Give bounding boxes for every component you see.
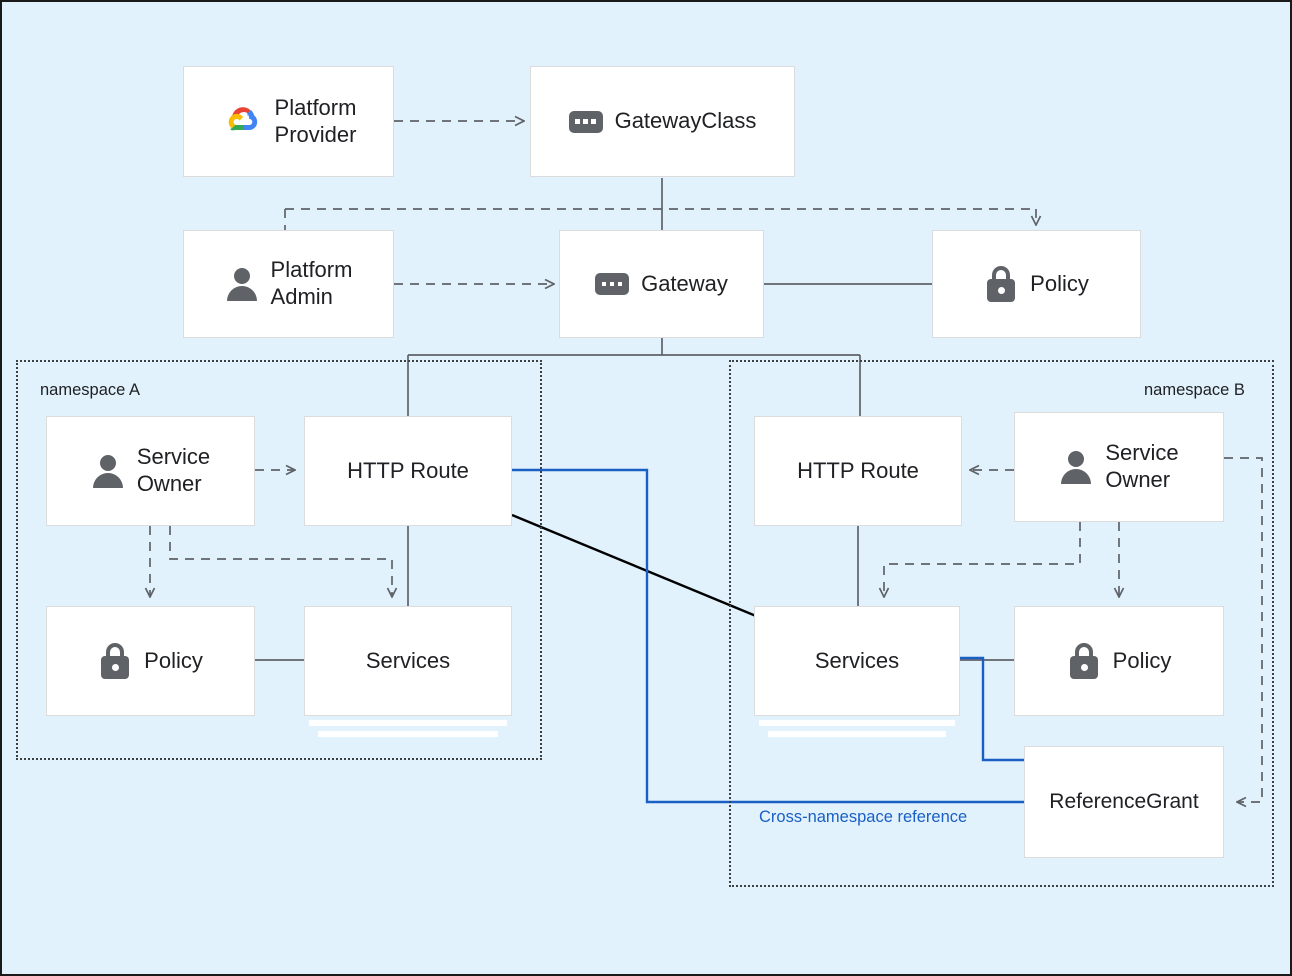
- node-platform-admin[interactable]: Platform Admin: [183, 230, 394, 338]
- node-policy-b[interactable]: Policy: [1014, 606, 1224, 716]
- cross-namespace-reference-label: Cross-namespace reference: [759, 808, 968, 826]
- node-service-owner-b[interactable]: Service Owner: [1014, 412, 1224, 522]
- lock-icon: [984, 266, 1018, 302]
- services-b-stack-decoration: [754, 720, 960, 742]
- node-label: Services: [365, 647, 451, 673]
- node-label: Services: [814, 647, 900, 673]
- node-http-route-b[interactable]: HTTP Route: [754, 416, 962, 526]
- node-policy-top[interactable]: Policy: [932, 230, 1141, 338]
- namespace-a-label: namespace A: [40, 381, 140, 399]
- namespace-b-label: namespace B: [1144, 381, 1245, 399]
- node-label: Service Owner: [1105, 440, 1179, 492]
- node-label: Gateway: [641, 270, 728, 296]
- lock-icon: [98, 643, 132, 679]
- node-http-route-a[interactable]: HTTP Route: [304, 416, 512, 526]
- node-label: HTTP Route: [347, 457, 469, 483]
- edge-route-a-to-services-b: [511, 513, 757, 618]
- node-service-owner-a[interactable]: Service Owner: [46, 416, 255, 526]
- lock-icon: [1067, 643, 1101, 679]
- namespace-a-container: [16, 360, 542, 760]
- node-label: HTTP Route: [797, 457, 919, 483]
- node-reference-grant[interactable]: ReferenceGrant: [1024, 746, 1224, 858]
- namespace-b-container: [729, 360, 1274, 887]
- person-icon: [225, 267, 259, 301]
- node-services-b[interactable]: Services: [754, 606, 960, 716]
- node-platform-provider[interactable]: Platform Provider: [183, 66, 394, 177]
- node-policy-a[interactable]: Policy: [46, 606, 255, 716]
- person-icon: [1059, 450, 1093, 484]
- node-label: GatewayClass: [614, 108, 757, 134]
- node-label: Service Owner: [136, 444, 211, 496]
- services-a-stack-decoration: [304, 720, 512, 742]
- node-label: Platform Provider: [274, 94, 357, 147]
- node-label: ReferenceGrant: [1049, 790, 1199, 814]
- node-label: Policy: [1030, 270, 1089, 296]
- node-gatewayclass[interactable]: GatewayClass: [530, 66, 795, 177]
- node-label: Policy: [1112, 647, 1172, 673]
- node-label: Platform Admin: [270, 257, 353, 309]
- person-icon: [91, 454, 125, 488]
- chip-icon: [595, 273, 630, 295]
- chip-icon: [568, 110, 603, 133]
- node-gateway[interactable]: Gateway: [559, 230, 764, 338]
- google-cloud-logo-icon: [221, 103, 263, 141]
- node-label: Policy: [144, 647, 203, 673]
- node-services-a[interactable]: Services: [304, 606, 512, 716]
